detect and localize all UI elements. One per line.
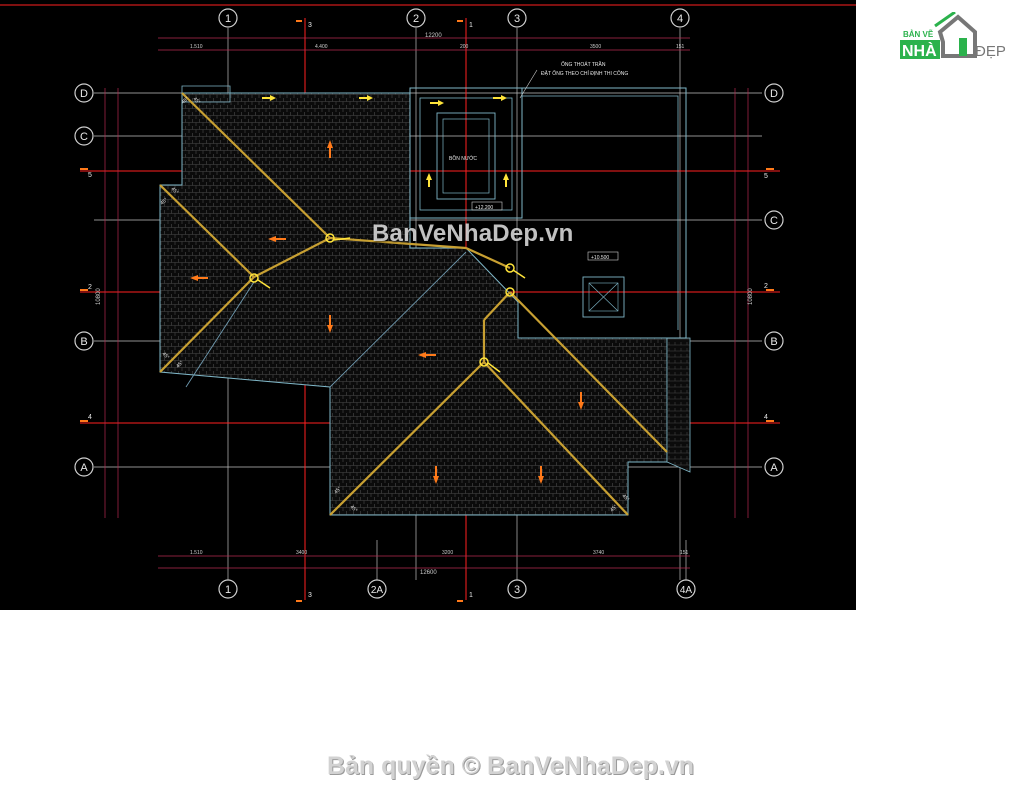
svg-text:3200: 3200 <box>442 550 453 556</box>
bottom-total-dimension: 12600 <box>420 570 437 576</box>
axis-bubble: D <box>74 83 94 103</box>
left-total-dimension: 10800 <box>96 288 102 305</box>
level-2: +10.500 <box>591 255 609 261</box>
note-line1: ỐNG THOÁT TRẦN <box>561 61 606 68</box>
skylight <box>582 276 625 318</box>
svg-text:B: B <box>770 336 777 348</box>
svg-text:4.400: 4.400 <box>315 44 328 50</box>
flow-arrows <box>190 140 584 484</box>
svg-text:1: 1 <box>225 584 231 596</box>
axis-bubble: B <box>764 331 784 351</box>
svg-text:3740: 3740 <box>593 550 604 556</box>
axis-bubble: 4 <box>670 8 690 28</box>
dimension-lines <box>104 37 749 569</box>
axis-bubble: B <box>74 331 94 351</box>
dimension-ticks: 1.510 4.400 200 3500 151 1.510 3400 3200 3740… <box>190 44 689 556</box>
svg-text:45°: 45° <box>609 504 619 514</box>
svg-text:151: 151 <box>676 44 685 50</box>
svg-text:3: 3 <box>308 22 312 29</box>
watermark-bottom: Bản quyền © BanVeNhaDep.vn <box>326 752 695 780</box>
svg-text:45°: 45° <box>192 96 202 106</box>
svg-text:D: D <box>80 88 88 100</box>
axis-bubble: C <box>764 210 784 230</box>
house-icon <box>937 14 977 58</box>
tank-label: BỒN NƯỚC <box>449 155 477 162</box>
flat-roof-arrows <box>262 95 509 187</box>
svg-text:2: 2 <box>413 13 419 25</box>
svg-text:1: 1 <box>469 592 473 599</box>
axis-bubble: 2A <box>367 579 387 599</box>
svg-text:3: 3 <box>514 584 520 596</box>
svg-text:3500: 3500 <box>590 44 601 50</box>
svg-text:B: B <box>80 336 87 348</box>
svg-text:5: 5 <box>764 173 768 180</box>
right-total-dimension: 10800 <box>748 288 754 305</box>
svg-text:3: 3 <box>308 592 312 599</box>
svg-text:45°: 45° <box>621 493 631 503</box>
flat-roof-outline <box>409 87 687 339</box>
svg-text:1: 1 <box>469 22 473 29</box>
svg-text:45°: 45° <box>161 351 171 361</box>
drain-points <box>249 233 526 373</box>
axis-bubbles-left: D C B A <box>74 83 94 477</box>
red-axis-labels: 3 1 3 1 5 2 4 5 2 4 <box>80 20 774 602</box>
svg-text:1.510: 1.510 <box>190 550 203 556</box>
angle-labels: 45° 45° 45° 45° 45° 45° 45° 45° 45° 45° <box>159 96 630 514</box>
svg-text:D: D <box>770 88 778 100</box>
svg-text:3: 3 <box>514 13 520 25</box>
level-marks: +12.200 +10.500 <box>471 201 619 261</box>
svg-text:45°: 45° <box>349 504 359 514</box>
svg-text:1: 1 <box>225 13 231 25</box>
svg-text:45°: 45° <box>175 360 185 370</box>
axis-bubble: 1 <box>218 8 238 28</box>
brand-logo: BẢN VẼ NHÀ ĐẸP <box>895 10 1015 62</box>
axis-bubbles-bottom: 1 2A 3 4A <box>218 579 696 599</box>
svg-text:45°: 45° <box>333 486 343 496</box>
svg-text:2: 2 <box>88 284 92 291</box>
notes: ỐNG THOÁT TRẦN ĐẶT ỐNG THEO CHỈ ĐỊNH THI… <box>449 61 628 162</box>
svg-text:45°: 45° <box>180 96 190 105</box>
axis-bubble: 2 <box>406 8 426 28</box>
svg-text:A: A <box>80 462 88 474</box>
svg-text:45°: 45° <box>170 186 180 196</box>
axis-bubble: 1 <box>218 579 238 599</box>
ridge-lines <box>159 92 668 516</box>
svg-text:C: C <box>770 215 778 227</box>
svg-text:3400: 3400 <box>296 550 307 556</box>
svg-text:5: 5 <box>88 172 92 179</box>
axis-bubble: 4A <box>676 579 696 599</box>
level-1: +12.200 <box>475 205 493 211</box>
svg-text:1.510: 1.510 <box>190 44 203 50</box>
axis-bubble: A <box>764 457 784 477</box>
axis-bubble: 3 <box>507 8 527 28</box>
watermark-center: BanVeNhaDep.vn <box>372 220 574 247</box>
svg-text:4: 4 <box>677 13 683 25</box>
svg-text:4: 4 <box>764 414 768 421</box>
note-line2: ĐẶT ỐNG THEO CHỈ ĐỊNH THI CÔNG <box>541 70 628 77</box>
axis-bubbles-right: D C B A <box>764 83 784 477</box>
logo-left-text: NHÀ <box>902 41 937 60</box>
axis-bubble: A <box>74 457 94 477</box>
svg-text:2: 2 <box>764 283 768 290</box>
svg-text:A: A <box>770 462 778 474</box>
axis-bubbles-top: 1 2 3 4 <box>218 8 690 28</box>
axis-bubble: C <box>74 126 94 146</box>
svg-text:45°: 45° <box>159 197 169 206</box>
logo-right-text: ĐẸP <box>975 43 1006 60</box>
axis-bubble: D <box>764 83 784 103</box>
svg-text:151: 151 <box>680 550 689 556</box>
axis-bubble: 3 <box>507 579 527 599</box>
hip-lines <box>185 251 467 388</box>
svg-text:4: 4 <box>88 414 92 421</box>
logo-top-text: BẢN VẼ <box>903 30 934 39</box>
svg-text:200: 200 <box>460 44 469 50</box>
note-leader <box>519 69 538 99</box>
svg-text:4A: 4A <box>680 585 693 596</box>
top-total-dimension: 12200 <box>425 33 442 39</box>
svg-text:2A: 2A <box>371 585 384 596</box>
svg-text:C: C <box>80 131 88 143</box>
